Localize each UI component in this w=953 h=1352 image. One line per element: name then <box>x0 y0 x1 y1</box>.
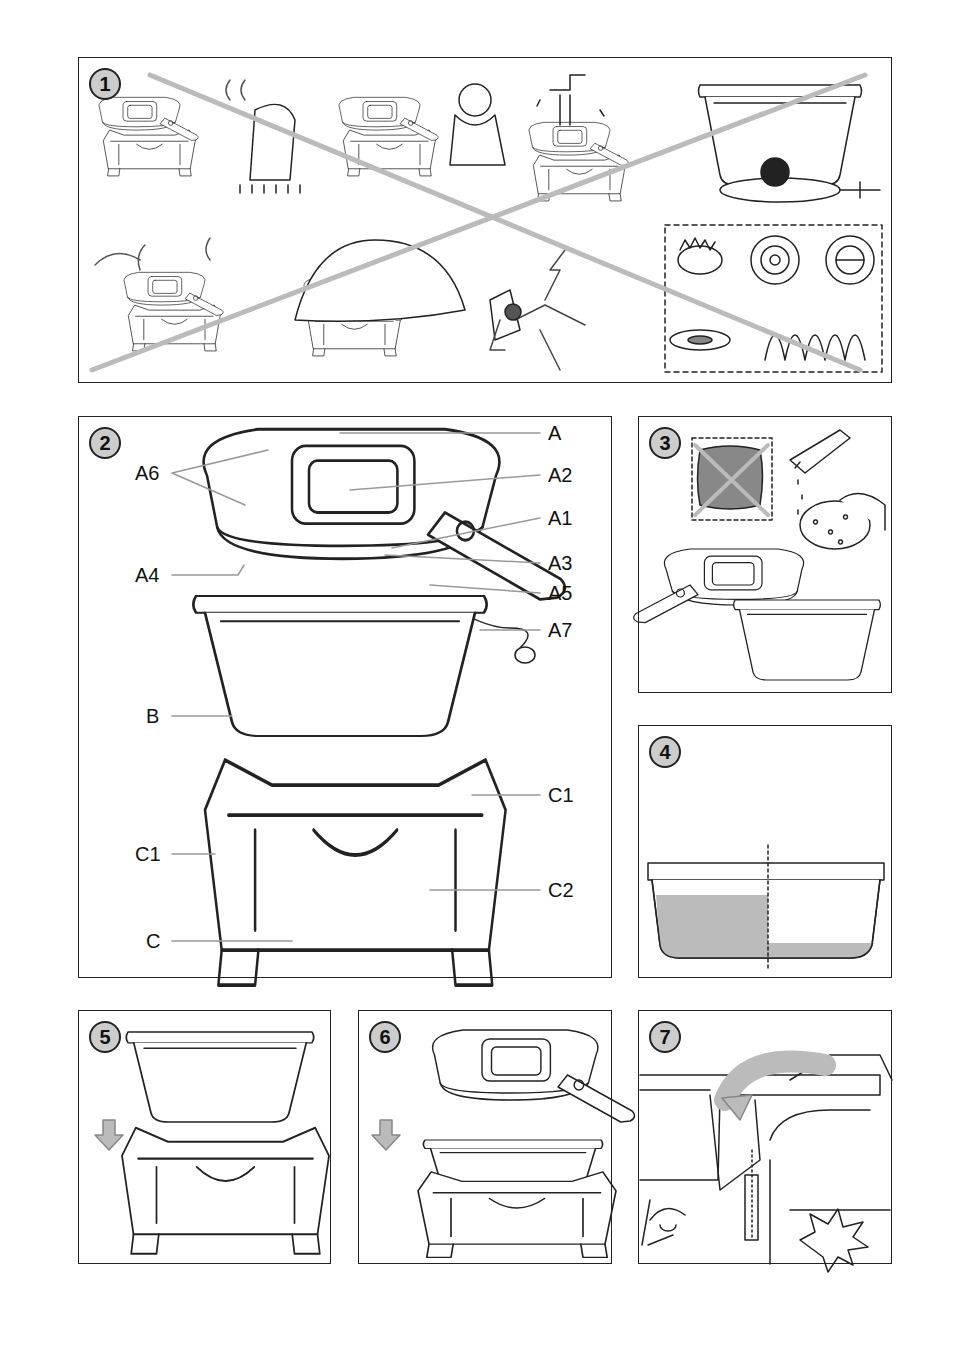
figure-panel: 2 <box>78 416 612 978</box>
part-label: A1 <box>548 507 572 529</box>
callout-number: 4 <box>649 736 681 768</box>
callout-number: 3 <box>649 427 681 459</box>
callout-number: 6 <box>369 1021 401 1053</box>
part-label: A7 <box>548 619 572 641</box>
callout-number: 2 <box>89 427 121 459</box>
figure-panel: 1 <box>78 57 892 383</box>
part-label: B <box>146 705 159 727</box>
part-label: A <box>548 422 561 444</box>
figure-panel: 4 <box>638 725 892 978</box>
callout-number: 1 <box>89 68 121 100</box>
part-label: A4 <box>135 564 159 586</box>
callout-number: 7 <box>649 1021 681 1053</box>
part-label: C1 <box>548 784 574 806</box>
part-label: C2 <box>548 879 574 901</box>
part-label: C1 <box>135 843 161 865</box>
part-label: A3 <box>548 552 572 574</box>
figure-panel: 6 <box>358 1010 612 1264</box>
callout-number: 5 <box>89 1021 121 1053</box>
part-label: A2 <box>548 464 572 486</box>
part-label: A6 <box>135 462 159 484</box>
figure-panel: 3 <box>638 416 892 693</box>
part-label: A5 <box>548 582 572 604</box>
figure-panel: 7 <box>638 1010 892 1264</box>
figure-panel: 5 <box>78 1010 331 1264</box>
part-label: C <box>146 930 160 952</box>
